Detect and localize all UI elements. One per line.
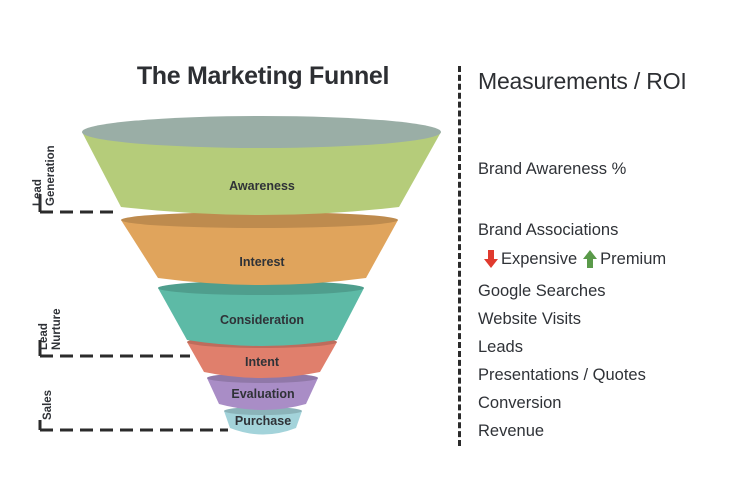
stage-label-consideration: Consideration bbox=[220, 313, 304, 327]
side-label-lead-generation: Lead Generation bbox=[32, 145, 58, 206]
funnel-title: The Marketing Funnel bbox=[136, 62, 390, 90]
side-label-line: Generation bbox=[45, 145, 57, 206]
side-label-line: Lead bbox=[32, 179, 44, 206]
side-label-sales: Sales bbox=[42, 389, 54, 420]
measure-brand-awareness: Brand Awareness % bbox=[478, 160, 627, 178]
funnel-stage-interest: Interest bbox=[121, 212, 398, 285]
stage-label-interest: Interest bbox=[239, 255, 285, 269]
measure-presentations-quotes: Presentations / Quotes bbox=[478, 366, 646, 384]
side-label-line: Nurture bbox=[51, 308, 63, 350]
measure-website-visits: Website Visits bbox=[478, 310, 582, 328]
measure-brand-associations: Brand Associations bbox=[478, 221, 619, 239]
arrow-down-icon bbox=[484, 250, 498, 268]
roi-title: Measurements / ROI bbox=[478, 68, 687, 94]
measure-leads: Leads bbox=[478, 338, 523, 356]
stage-label-purchase: Purchase bbox=[235, 414, 291, 428]
measure-revenue: Revenue bbox=[478, 422, 545, 440]
stage-label-evaluation: Evaluation bbox=[231, 387, 294, 401]
funnel-stage-evaluation: Evaluation bbox=[207, 373, 318, 410]
stage-label-awareness: Awareness bbox=[229, 179, 295, 193]
label-expensive: Expensive bbox=[501, 249, 578, 268]
stage-label-intent: Intent bbox=[245, 355, 280, 369]
side-label-line: Lead bbox=[38, 323, 50, 350]
funnel-stage-awareness: Awareness bbox=[82, 116, 441, 215]
side-label-lead-nurture: Lead Nurture bbox=[38, 308, 64, 350]
measure-google-searches: Google Searches bbox=[478, 282, 606, 300]
price-perception-row: Expensive Premium bbox=[484, 249, 666, 269]
label-premium: Premium bbox=[600, 249, 667, 268]
column-divider bbox=[458, 66, 461, 446]
funnel-stage-consideration: Consideration bbox=[158, 281, 364, 346]
arrow-up-icon bbox=[583, 250, 598, 268]
measure-conversion: Conversion bbox=[478, 394, 562, 412]
funnel-stage-purchase: Purchase bbox=[224, 407, 302, 435]
